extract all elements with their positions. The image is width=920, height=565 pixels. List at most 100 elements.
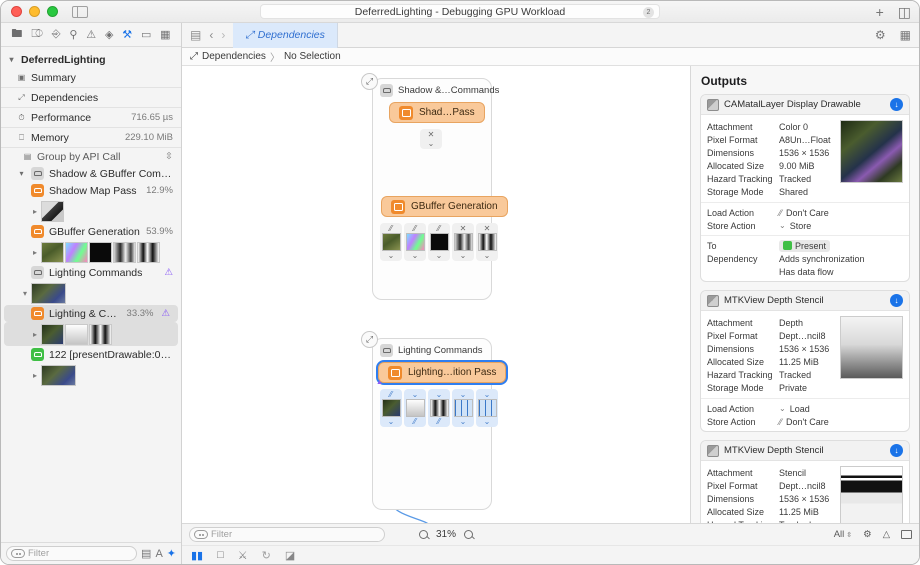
gauge-icon[interactable]: ◪ xyxy=(284,549,296,562)
graph-pass-gbuffer[interactable]: GBuffer Generation xyxy=(381,196,508,217)
attachment-thumbnail[interactable] xyxy=(41,323,65,345)
graph-ports-gbuffer[interactable]: ⁄⁄⌄ ⁄⁄⌄ ⁄⁄⌄ ✕⌄ ✕⌄ xyxy=(380,223,498,261)
graph-port[interactable]: ⌄⁄⁄ xyxy=(428,389,450,427)
chevron-down-icon[interactable]: ▾ xyxy=(19,169,24,178)
download-icon[interactable]: ↓ xyxy=(890,98,903,111)
video-capture-icon[interactable]: ▮▮ xyxy=(191,549,204,562)
chevron-right-icon[interactable]: ▸ xyxy=(33,329,38,339)
attachment-thumbnail[interactable] xyxy=(89,323,113,345)
report-view-icon[interactable]: ▦ xyxy=(899,28,911,42)
breakpoint-icon[interactable]: ▭ xyxy=(140,29,152,41)
attachment-thumbnail[interactable] xyxy=(137,241,161,263)
present-chip[interactable]: Present xyxy=(779,239,831,252)
chevron-down-icon[interactable]: ▾ xyxy=(23,288,28,298)
shadow-map-pass-thumbnails[interactable]: ▸ xyxy=(1,199,181,223)
attachment-thumbnail[interactable] xyxy=(65,323,89,345)
settings-icon[interactable]: ⚙ xyxy=(863,529,872,540)
graph-pass-warning-icon[interactable]: ▲ xyxy=(376,379,383,386)
filter-text-icon[interactable]: A xyxy=(155,547,163,560)
scope-selector[interactable]: All ⇳ xyxy=(834,529,852,540)
sidebar-item-lighting-composition[interactable]: Lighting & Compo… 33.3% ⚠ xyxy=(4,305,178,322)
warning-badge-icon[interactable]: ⚠ xyxy=(161,308,170,319)
lighting-pass-thumbnails[interactable]: ▸ xyxy=(4,322,178,346)
sidebar-item-present-drawable[interactable]: 122 [presentDrawable:0x60… xyxy=(1,346,181,363)
output-card[interactable]: CAMatalLayer Display Drawable ↓ Attachme… xyxy=(700,94,910,282)
canvas-filter-input[interactable]: Filter xyxy=(189,527,385,542)
filter-bolt-icon[interactable]: ✦ xyxy=(166,548,176,560)
sidebar-item-summary[interactable]: ▣ Summary xyxy=(1,68,181,88)
sidebar-item-dependencies[interactable]: ⤢ Dependencies xyxy=(1,88,181,108)
breadcrumb-item-0[interactable]: Dependencies xyxy=(202,51,266,62)
debug-icon[interactable]: ⚒ xyxy=(122,29,133,41)
breadcrumb[interactable]: ⤢ Dependencies 〉 No Selection xyxy=(182,48,919,66)
present-thumbnails[interactable]: ▸ xyxy=(1,363,181,387)
sidebar-group-shadow-gbuffer[interactable]: ▾ Shadow & GBuffer Commands xyxy=(1,165,181,182)
chevron-right-icon[interactable]: ▸ xyxy=(33,206,38,216)
attachment-thumbnail[interactable] xyxy=(41,364,77,386)
layout-icon[interactable] xyxy=(901,530,912,539)
test-icon[interactable]: ◈ xyxy=(104,29,114,41)
sidebar-item-shadow-map-pass[interactable]: Shadow Map Pass 12.9% xyxy=(1,182,181,199)
download-icon[interactable]: ↓ xyxy=(890,444,903,457)
output-card-header[interactable]: MTKView Depth Stencil ↓ xyxy=(701,291,909,311)
navigator-tree[interactable]: ▾ DeferredLighting ▣ Summary ⤢ Dependenc… xyxy=(1,47,181,542)
group-collapse-icon[interactable]: ⤢ xyxy=(361,73,378,90)
warning-icon[interactable]: ⚠ xyxy=(86,29,97,41)
source-control-icon[interactable]: ⎄ xyxy=(31,28,43,40)
sidebar-filter-input[interactable]: Filter xyxy=(6,546,138,561)
dependency-graph-canvas[interactable]: Shadow &…Commands ⤢ Shad…Pass ✕ ⌄ xyxy=(182,66,691,523)
chevron-updown-icon[interactable]: ⇳ xyxy=(165,151,173,162)
sidebar-group-lighting[interactable]: Lighting Commands ⚠ xyxy=(1,264,181,281)
minimize-button[interactable] xyxy=(29,6,40,17)
warning-badge-icon[interactable]: ⚠ xyxy=(164,267,173,278)
graph-port-shadow-output[interactable]: ✕ ⌄ xyxy=(420,129,442,149)
attachment-thumbnail[interactable] xyxy=(41,241,65,263)
folder-icon[interactable]: 🖿 xyxy=(11,28,23,40)
gpu-icon[interactable]: ⚔ xyxy=(237,549,248,562)
gbuffer-thumbnails[interactable]: ▸ xyxy=(1,240,181,264)
stop-icon[interactable]: □ xyxy=(217,549,224,561)
sidebar-item-performance[interactable]: ⏱ Performance 716.65 µs xyxy=(1,108,181,128)
sidebar-item-gbuffer-generation[interactable]: GBuffer Generation 53.9% xyxy=(1,223,181,240)
outputs-inspector[interactable]: Outputs CAMatalLayer Display Drawable ↓ … xyxy=(691,66,919,523)
attachment-thumbnail[interactable] xyxy=(89,241,113,263)
tab-dependencies[interactable]: ⤢ Dependencies xyxy=(233,22,338,48)
output-preview-image[interactable] xyxy=(840,120,903,183)
add-button[interactable]: + xyxy=(875,3,884,20)
graph-port[interactable]: ⌄⌄ xyxy=(452,389,474,427)
sidebar-root-item[interactable]: ▾ DeferredLighting xyxy=(1,51,181,68)
graph-port[interactable]: ✕⌄ xyxy=(476,223,498,261)
graph-port[interactable]: ⁄⁄⌄ xyxy=(380,389,402,427)
split-editor-icon[interactable]: ▤ xyxy=(190,28,202,42)
report-icon[interactable]: ▦ xyxy=(160,29,171,41)
graph-port[interactable]: ⌄⁄⁄ xyxy=(404,389,426,427)
bookmark-icon[interactable]: ⎆ xyxy=(51,28,61,40)
download-icon[interactable]: ↓ xyxy=(890,294,903,307)
sidebar-item-memory[interactable]: ⎕ Memory 229.10 MiB xyxy=(1,128,181,148)
lighting-group-thumbnails[interactable]: ▾ xyxy=(1,281,181,305)
attachment-thumbnail[interactable] xyxy=(31,282,67,304)
chevron-down-icon[interactable]: ▾ xyxy=(9,55,14,64)
settings-icon[interactable]: ⚙ xyxy=(874,28,886,42)
chevron-right-icon[interactable]: ▸ xyxy=(33,247,38,257)
output-preview-image[interactable] xyxy=(840,316,903,379)
search-icon[interactable]: ⚲ xyxy=(69,29,78,41)
graph-ports-lighting[interactable]: ⁄⁄⌄ ⌄⁄⁄ ⌄⁄⁄ ⌄⌄ ⌄⌄ xyxy=(380,389,498,427)
graph-port[interactable]: ⌄⌄ xyxy=(476,389,498,427)
breadcrumb-item-1[interactable]: No Selection xyxy=(283,51,341,62)
graph-port[interactable]: ✕⌄ xyxy=(452,223,474,261)
attachment-thumbnail[interactable] xyxy=(113,241,137,263)
graph-port[interactable]: ⁄⁄⌄ xyxy=(428,223,450,261)
output-card-header[interactable]: CAMatalLayer Display Drawable ↓ xyxy=(701,95,909,115)
output-card-header[interactable]: MTKView Depth Stencil ↓ xyxy=(701,441,909,461)
warning-filter-icon[interactable]: △ xyxy=(882,529,890,540)
output-preview-image[interactable] xyxy=(840,466,903,523)
graph-pass-lighting[interactable]: Lighting…ition Pass xyxy=(378,362,507,383)
zoom-out-icon[interactable] xyxy=(419,530,428,539)
group-collapse-icon[interactable]: ⤢ xyxy=(361,331,378,348)
graph-port[interactable]: ⁄⁄⌄ xyxy=(404,223,426,261)
zoom-button[interactable] xyxy=(47,6,58,17)
chevron-updown-icon[interactable]: ⇳ xyxy=(846,531,853,539)
